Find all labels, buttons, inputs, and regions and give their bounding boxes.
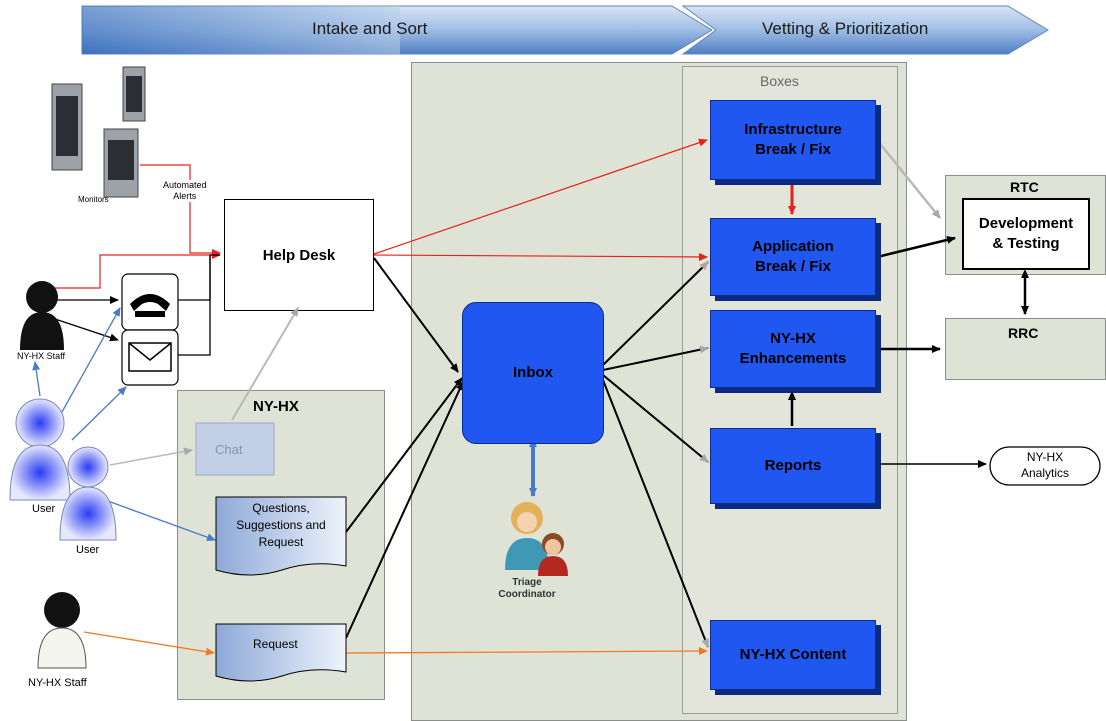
triage-label: Triage Coordinator bbox=[498, 577, 556, 600]
help-desk-box: Help Desk bbox=[224, 199, 374, 311]
reports-box: Reports bbox=[710, 428, 876, 504]
user-icon-2 bbox=[59, 446, 117, 541]
application-break-fix-box: Application Break / Fix bbox=[710, 218, 876, 296]
triage-coordinator-icon bbox=[505, 502, 568, 576]
rtc-title: RTC bbox=[1010, 179, 1039, 195]
staff-top-icon bbox=[20, 281, 64, 350]
infrastructure-break-fix-box: Infrastructure Break / Fix bbox=[710, 100, 876, 180]
chat-label: Chat bbox=[215, 442, 243, 457]
staff-bottom-icon bbox=[37, 592, 87, 669]
phone-icon bbox=[130, 294, 170, 317]
nyhx-panel-title: NY-HX bbox=[253, 398, 299, 415]
staff-top-label: NY-HX Staff bbox=[17, 351, 66, 361]
automated-alerts-label: Automated Alerts bbox=[163, 180, 207, 202]
nyhx-content-box: NY-HX Content bbox=[710, 620, 876, 690]
chat-shape bbox=[195, 422, 275, 476]
inbox-label: Inbox bbox=[513, 364, 553, 381]
rrc-title: RRC bbox=[1008, 325, 1039, 341]
nyhx-enhancements-box: NY-HX Enhancements bbox=[710, 310, 876, 388]
boxes-title: Boxes bbox=[760, 73, 799, 89]
questions-label: Questions, Suggestions and Request bbox=[236, 501, 326, 549]
envelope-icon bbox=[128, 342, 172, 372]
user-2-label: User bbox=[76, 544, 100, 556]
content-label: NY-HX Content bbox=[739, 646, 847, 663]
inbox-box: Inbox bbox=[462, 302, 604, 444]
infrastructure-label: Infrastructure Break / Fix bbox=[744, 121, 842, 158]
server-icon bbox=[51, 66, 146, 198]
analytics-shape bbox=[989, 446, 1101, 486]
rrc-panel bbox=[945, 318, 1106, 380]
staff-bottom-label: NY-HX Staff bbox=[28, 677, 87, 689]
enhancements-label: NY-HX Enhancements bbox=[739, 330, 847, 367]
request-doc-shape bbox=[215, 623, 347, 682]
questions-doc-shape bbox=[215, 496, 347, 576]
user-icon-1 bbox=[9, 398, 71, 501]
user-1-label: User bbox=[32, 503, 56, 515]
help-desk-label: Help Desk bbox=[262, 246, 336, 264]
reports-label: Reports bbox=[764, 457, 822, 474]
analytics-label: NY-HX Analytics bbox=[1020, 450, 1070, 480]
request-label: Request bbox=[253, 637, 298, 651]
application-label: Application Break / Fix bbox=[752, 238, 834, 275]
monitors-label: Monitors bbox=[78, 195, 109, 204]
phase-intake-sort: Intake and Sort bbox=[312, 19, 428, 38]
phase-vetting-prioritization: Vetting & Prioritization bbox=[762, 19, 929, 38]
